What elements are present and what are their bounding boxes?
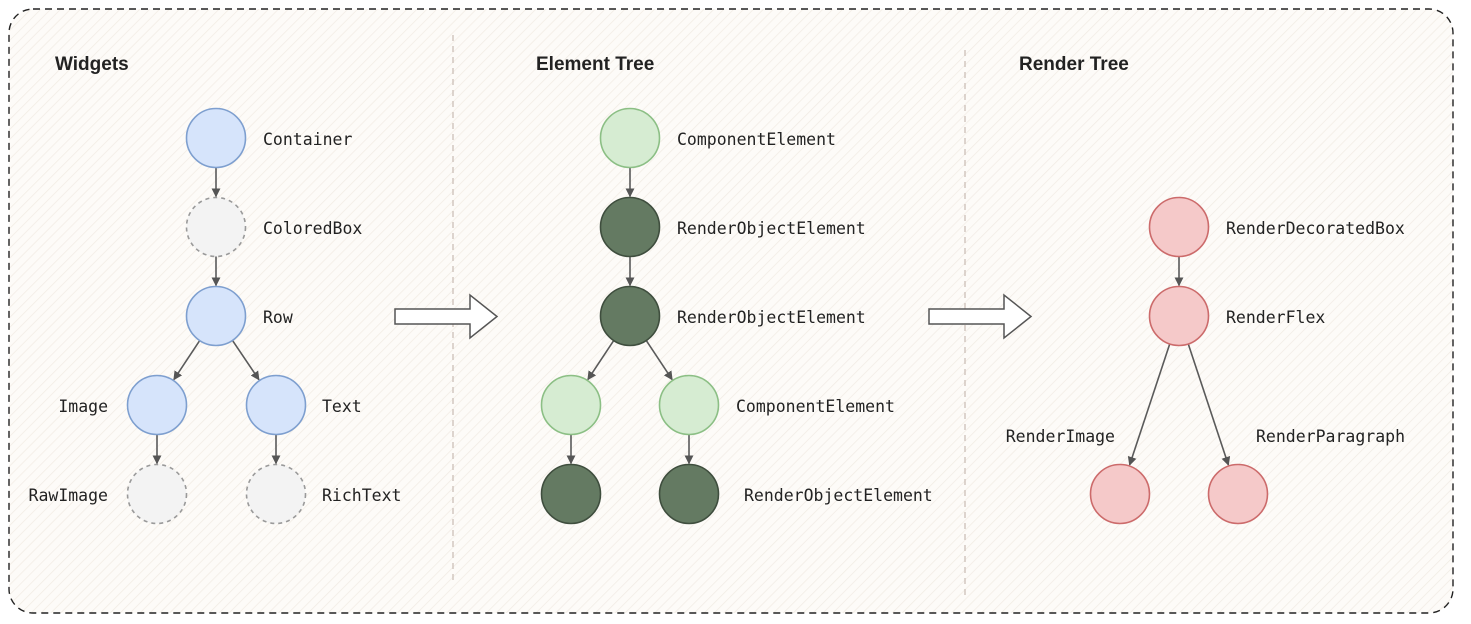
diagram-frame xyxy=(8,8,1454,614)
node-label-e-ro2: RenderObjectElement xyxy=(677,308,866,327)
node-label-r-box: RenderDecoratedBox xyxy=(1226,219,1405,238)
node-text xyxy=(245,374,307,436)
edge-arrow-row-to-text xyxy=(231,340,260,381)
node-label-e-comp-r: ComponentElement xyxy=(736,397,895,416)
node-richtext xyxy=(245,463,307,525)
panel-title-render-tree: Render Tree xyxy=(1019,54,1129,75)
node-label-row: Row xyxy=(263,308,293,327)
node-e-ro2 xyxy=(599,285,661,347)
node-label-e-ro-r: RenderObjectElement xyxy=(744,486,933,505)
node-label-coloredbox: ColoredBox xyxy=(263,219,362,238)
node-r-image xyxy=(1089,463,1151,525)
node-label-r-image: RenderImage xyxy=(1006,427,1115,446)
panel-title-widgets: Widgets xyxy=(55,54,129,75)
node-row xyxy=(185,285,247,347)
edge-arrow-r_flex-to-r_image xyxy=(1127,343,1171,466)
node-rawimage xyxy=(126,463,188,525)
edge-arrow-row-to-image xyxy=(173,340,201,381)
edge-arrow-r_flex-to-r_para xyxy=(1187,343,1231,466)
node-r-box xyxy=(1148,196,1210,258)
node-label-text: Text xyxy=(322,397,362,416)
edges-layer xyxy=(152,167,1231,466)
node-r-para xyxy=(1207,463,1269,525)
node-image xyxy=(126,374,188,436)
node-r-flex xyxy=(1148,285,1210,347)
edge-arrow-e_ro2-to-e_comp_l xyxy=(587,340,615,381)
node-label-container: Container xyxy=(263,130,352,149)
transform-arrow-icon xyxy=(928,293,1033,340)
node-label-image: Image xyxy=(58,397,108,416)
node-e-comp1 xyxy=(599,107,661,169)
node-label-rawimage: RawImage xyxy=(29,486,108,505)
node-label-e-comp1: ComponentElement xyxy=(677,130,836,149)
nodes-layer xyxy=(126,107,1269,525)
node-e-comp-r xyxy=(658,374,720,436)
node-e-ro1 xyxy=(599,196,661,258)
node-e-ro-r xyxy=(658,463,720,525)
node-coloredbox xyxy=(185,196,247,258)
node-e-ro-l xyxy=(540,463,602,525)
node-label-richtext: RichText xyxy=(322,486,401,505)
node-label-r-para: RenderParagraph xyxy=(1256,427,1405,446)
node-label-e-ro1: RenderObjectElement xyxy=(677,219,866,238)
node-label-r-flex: RenderFlex xyxy=(1226,308,1325,327)
transform-arrow-icon xyxy=(394,293,499,340)
edge-arrow-e_ro2-to-e_comp_r xyxy=(645,340,673,381)
panel-title-element-tree: Element Tree xyxy=(536,54,654,75)
node-container xyxy=(185,107,247,169)
node-e-comp-l xyxy=(540,374,602,436)
